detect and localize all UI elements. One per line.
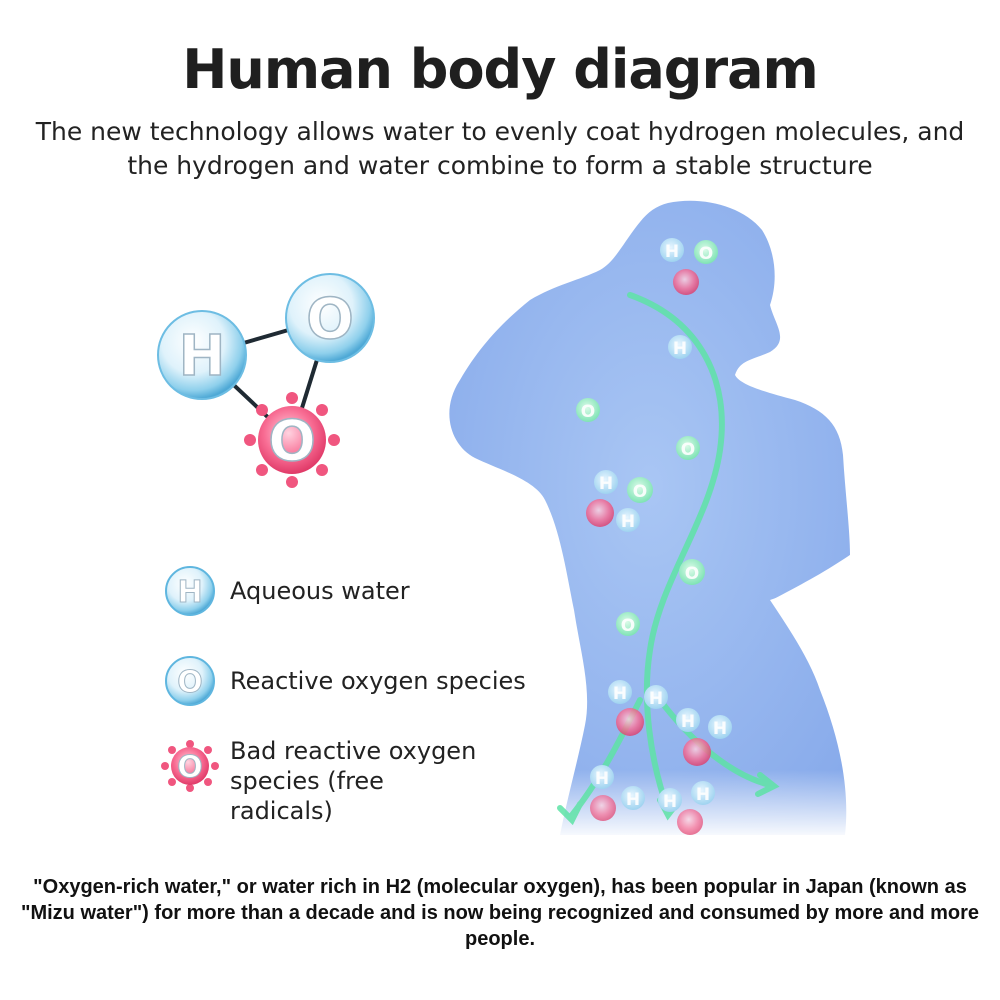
body-hydrogen-icon: H: [668, 335, 692, 359]
svg-text:H: H: [621, 512, 635, 532]
legend-free-radical-icon: O: [161, 740, 219, 792]
body-hydrogen-icon: H: [660, 238, 684, 262]
legend-label-aqueous-water: Aqueous water: [230, 577, 410, 605]
body-oxygen-icon: O: [627, 477, 653, 503]
body-radical-icon: [586, 499, 614, 527]
body-hydrogen-icon: H: [658, 788, 682, 812]
body-hydrogen-icon: H: [616, 508, 640, 532]
legend-label-reactive-oxygen: Reactive oxygen species: [230, 667, 526, 695]
body-hydrogen-icon: H: [594, 470, 618, 494]
molecule-free-radical-icon: O: [244, 392, 340, 488]
svg-text:H: H: [696, 785, 710, 805]
body-hydrogen-icon: H: [691, 781, 715, 805]
svg-text:O: O: [681, 440, 695, 460]
body-radical-icon: [590, 795, 616, 821]
molecule-oxygen-icon: O: [285, 273, 375, 363]
svg-text:H: H: [613, 684, 627, 704]
svg-text:O: O: [633, 482, 647, 502]
svg-text:O: O: [306, 287, 354, 352]
body-radical-icon: [677, 809, 703, 835]
legend-label-free-radicals: Bad reactive oxygen species (free radica…: [230, 737, 477, 825]
svg-text:H: H: [599, 474, 613, 494]
flow-arrow-right: [657, 697, 773, 788]
svg-text:H: H: [626, 790, 640, 810]
svg-text:O: O: [621, 616, 635, 636]
page-subtitle: The new technology allows water to evenl…: [35, 117, 965, 180]
svg-text:H: H: [673, 339, 687, 359]
svg-text:H: H: [665, 242, 679, 262]
svg-text:H: H: [649, 689, 663, 709]
svg-text:H: H: [713, 719, 727, 739]
body-radical-icon: [616, 708, 644, 736]
svg-text:H: H: [179, 324, 226, 389]
legend-oxygen-icon: O: [165, 656, 215, 706]
body-hydrogen-icon: H: [644, 685, 668, 709]
molecule-hydrogen-icon: H: [157, 310, 247, 400]
footer-note: "Oxygen-rich water," or water rich in H2…: [20, 876, 980, 950]
body-oxygen-icon: O: [616, 612, 640, 636]
legend-icons: H O O: [161, 566, 219, 792]
body-radical-icon: [673, 269, 699, 295]
page-title: Human body diagram: [182, 38, 819, 101]
molecule-diagram: H O O: [157, 273, 375, 488]
svg-text:O: O: [177, 750, 203, 785]
svg-text:O: O: [699, 244, 713, 264]
human-body-silhouette: [449, 200, 860, 840]
svg-text:O: O: [177, 665, 203, 700]
body-radical-icon: [683, 738, 711, 766]
svg-text:O: O: [581, 402, 595, 422]
body-hydrogen-icon: H: [590, 765, 614, 789]
body-hydrogen-icon: H: [608, 680, 632, 704]
body-hydrogen-icon: H: [621, 786, 645, 810]
flow-arrow-main: [627, 292, 725, 813]
legend-hydrogen-icon: H: [165, 566, 215, 616]
svg-text:H: H: [595, 769, 609, 789]
body-hydrogen-icon: H: [676, 708, 700, 732]
svg-text:O: O: [685, 564, 699, 584]
body-oxygen-icon: O: [676, 436, 700, 460]
body-particles: H O H O O H O H O O H H H H H H H H: [576, 238, 732, 835]
svg-text:O: O: [268, 409, 316, 474]
svg-text:H: H: [681, 712, 695, 732]
svg-text:H: H: [663, 792, 677, 812]
svg-text:H: H: [177, 575, 202, 610]
body-hydrogen-icon: H: [708, 715, 732, 739]
body-oxygen-icon: O: [576, 398, 600, 422]
body-oxygen-icon: O: [694, 240, 718, 264]
body-oxygen-icon: O: [679, 559, 705, 585]
